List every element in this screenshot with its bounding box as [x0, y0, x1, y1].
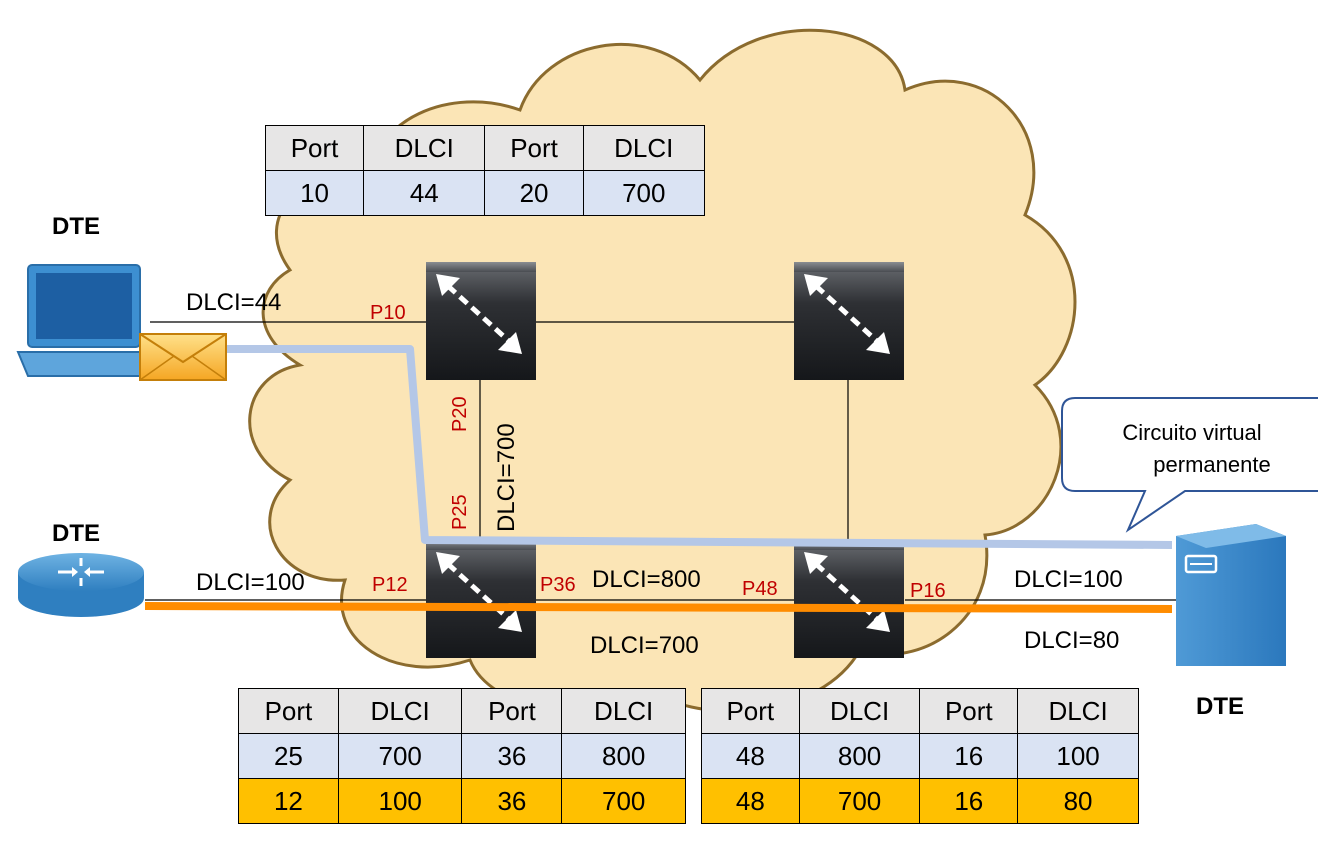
- table-header-cell: DLCI: [1017, 688, 1139, 734]
- switching-table-top: Port DLCI Port DLCI 10 44 20 700: [264, 125, 706, 216]
- table-row: 48 800 16 100: [701, 733, 1139, 779]
- table-header-cell: Port: [484, 125, 584, 171]
- envelope-icon: [139, 333, 227, 381]
- table-cell: 700: [337, 733, 463, 779]
- table-header-cell: DLCI: [363, 125, 486, 171]
- table-header-cell: DLCI: [561, 688, 686, 734]
- switch-icon: [426, 262, 536, 380]
- dlci-middle-bottom-label: DLCI=700: [590, 632, 699, 659]
- table-cell: 36: [461, 778, 563, 824]
- dlci-laptop-label: DLCI=44: [186, 289, 281, 316]
- switching-table-bottom-right: Port DLCI Port DLCI 48 800 16 100 48 700…: [701, 688, 1139, 824]
- virtual-circuit-orange: [144, 602, 1173, 613]
- dlci-server-bottom-label: DLCI=80: [1024, 627, 1119, 654]
- port-label-p36: P36: [540, 574, 576, 596]
- server-icon: [1176, 524, 1286, 666]
- table-cell: 80: [1017, 778, 1139, 824]
- port-label-p10: P10: [370, 302, 406, 324]
- table-header-cell: Port: [701, 688, 800, 734]
- table-header-cell: DLCI: [798, 688, 921, 734]
- table-cell: 10: [264, 170, 365, 216]
- table-header-cell: Port: [264, 125, 365, 171]
- table-cell: 48: [701, 733, 800, 779]
- switch-icon: [794, 540, 904, 658]
- router-icon: [18, 553, 144, 617]
- table-cell: 100: [1017, 733, 1139, 779]
- table-cell: 16: [919, 778, 1019, 824]
- table-header-cell: Port: [461, 688, 563, 734]
- callout-bubble: [1061, 397, 1318, 533]
- laptop-icon: [16, 264, 152, 377]
- table-cell: 100: [337, 778, 463, 824]
- table-cell: 16: [919, 733, 1019, 779]
- dte-laptop-label: DTE: [52, 213, 100, 240]
- port-label-p48: P48: [742, 578, 778, 600]
- table-header-cell: Port: [919, 688, 1019, 734]
- callout-text-line1: Circuito virtual: [1122, 420, 1261, 445]
- table-header-cell: DLCI: [337, 688, 463, 734]
- table-cell: 12: [238, 778, 339, 824]
- table-cell: 48: [701, 778, 800, 824]
- table-header-cell: DLCI: [582, 125, 706, 171]
- table-cell: 25: [238, 733, 339, 779]
- port-label-p20: P20: [449, 396, 471, 432]
- table-header-row: Port DLCI Port DLCI: [238, 688, 686, 734]
- table-row: 48 700 16 80: [701, 778, 1139, 824]
- callout-text-line2: permanente: [1153, 452, 1270, 477]
- table-cell: 700: [798, 778, 921, 824]
- dte-router-label: DTE: [52, 520, 100, 547]
- table-header-row: Port DLCI Port DLCI: [264, 125, 706, 171]
- dlci-server-top-label: DLCI=100: [1014, 566, 1123, 593]
- dlci-middle-top-label: DLCI=800: [592, 566, 701, 593]
- table-cell: 800: [798, 733, 921, 779]
- table-row: 25 700 36 800: [238, 733, 686, 779]
- table-cell: 44: [363, 170, 486, 216]
- switch-icon: [794, 262, 904, 380]
- table-cell: 20: [484, 170, 584, 216]
- switching-table-bottom-left: Port DLCI Port DLCI 25 700 36 800 12 100…: [238, 688, 686, 824]
- port-label-p12: P12: [372, 574, 408, 596]
- dlci-router-label: DLCI=100: [196, 569, 305, 596]
- table-header-row: Port DLCI Port DLCI: [701, 688, 1139, 734]
- dte-server-label: DTE: [1196, 693, 1244, 720]
- table-row: 12 100 36 700: [238, 778, 686, 824]
- table-cell: 800: [561, 733, 686, 779]
- table-cell: 36: [461, 733, 563, 779]
- dlci-vertical-label: DLCI=700: [493, 423, 520, 532]
- table-cell: 700: [582, 170, 706, 216]
- table-header-cell: Port: [238, 688, 339, 734]
- table-row: 10 44 20 700: [264, 170, 706, 216]
- port-label-p25: P25: [449, 494, 471, 530]
- table-cell: 700: [561, 778, 686, 824]
- port-label-p16: P16: [910, 580, 946, 602]
- virtual-circuit-blue: [225, 345, 1173, 549]
- switch-icon: [426, 540, 536, 658]
